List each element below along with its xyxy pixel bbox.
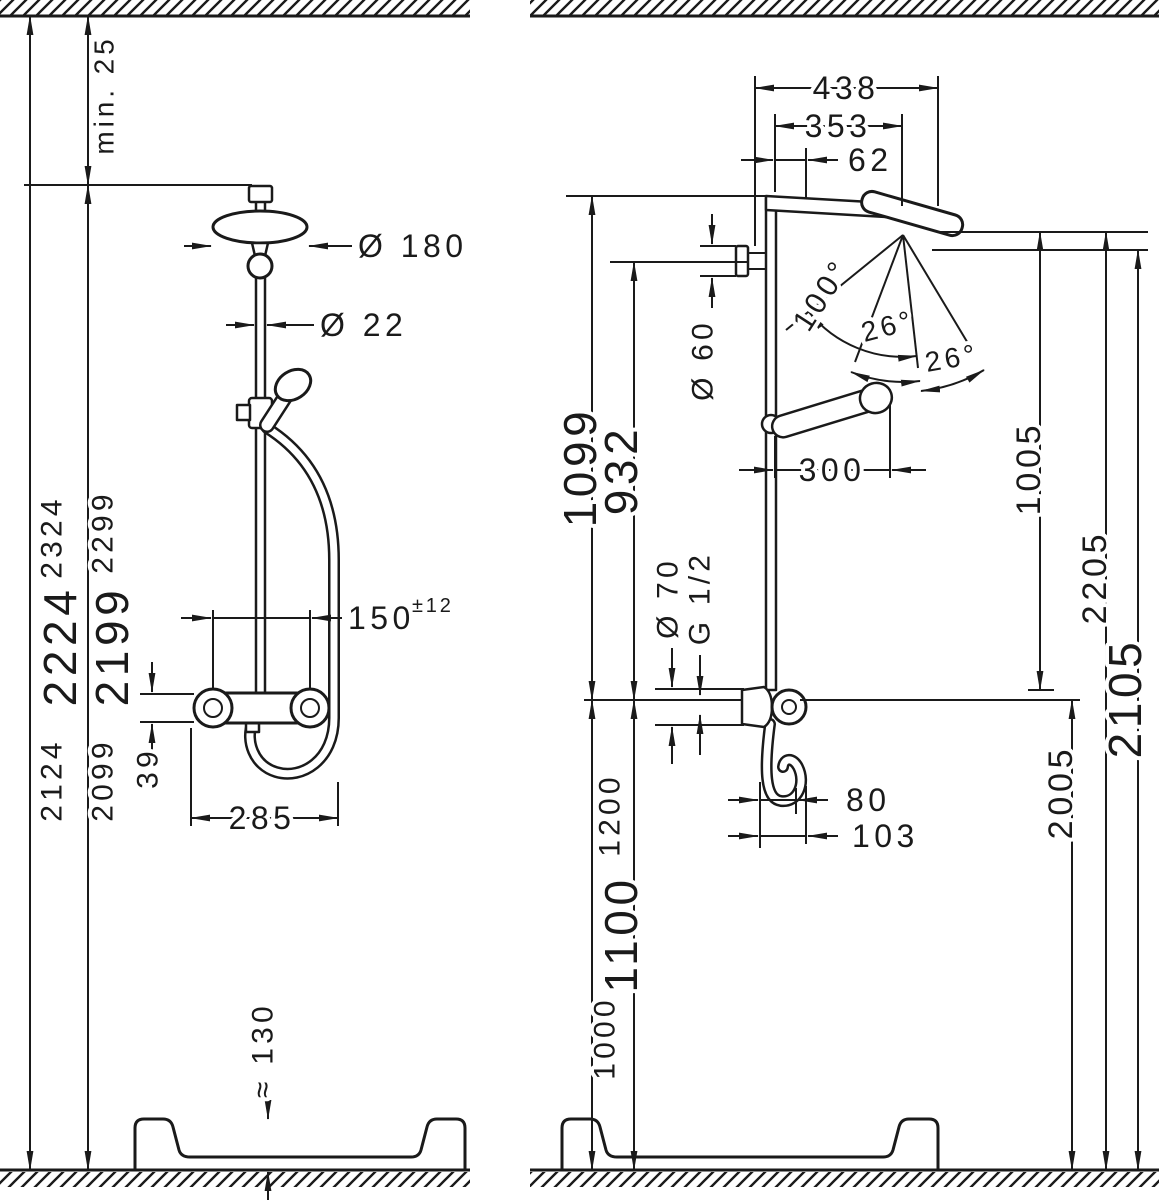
shower-tray-side <box>560 1117 940 1172</box>
dim-label-1100: 1100 <box>595 875 647 992</box>
dim-label-min-clearance: min. 25 <box>89 35 120 154</box>
dim-label-285: 285 <box>229 800 296 836</box>
hand-shower-head <box>273 367 313 403</box>
floor-hatch <box>0 1168 1159 1187</box>
front-dimension-lines <box>24 15 352 1200</box>
spray-angle-rays <box>785 234 985 393</box>
dim-label-angle-26-b: 26° <box>923 338 982 378</box>
front-view: min. 25 2324 2224 2124 2299 2199 2099 Ø … <box>24 15 468 1200</box>
dim-label-353: 353 <box>805 108 872 144</box>
dim-label-1005: 1005 <box>1010 421 1048 516</box>
dim-label-head-diameter: Ø 180 <box>358 228 468 264</box>
dim-label-head-height-max: 2299 <box>87 490 120 574</box>
dim-label-head-height-std: 2199 <box>86 586 138 707</box>
dim-label-dia-60: Ø 60 <box>687 319 720 401</box>
dim-label-62: 62 <box>848 142 893 178</box>
dim-label-1099: 1099 <box>554 407 606 528</box>
hand-shower-head-side <box>858 381 894 415</box>
dim-label-angle-100: 100° <box>787 253 858 337</box>
dim-label-80: 80 <box>846 782 891 818</box>
dim-label-supply-distance: 150 <box>348 600 415 636</box>
shower-tray-front <box>133 1117 467 1172</box>
overhead-shower-head-side <box>860 189 965 238</box>
slider-knob <box>235 403 252 422</box>
dim-label-103: 103 <box>852 818 919 854</box>
dim-label-2205: 2205 <box>1076 530 1114 625</box>
dim-label-tray-height: ≈ 130 <box>247 1002 280 1098</box>
dim-label-angle-26-a: 26° <box>858 304 918 348</box>
dim-label-39: 39 <box>132 747 165 789</box>
thermostat-handle-right <box>289 687 331 729</box>
valve-knob-detail <box>781 699 797 715</box>
dim-label-300: 300 <box>799 452 866 488</box>
dim-label-2005: 2005 <box>1042 745 1080 840</box>
ball-joint <box>246 252 274 280</box>
hand-shower-hose-inner <box>246 424 338 778</box>
dim-label-height-min: 2124 <box>36 738 69 822</box>
dim-label-1000: 1000 <box>589 996 622 1080</box>
dim-label-supply-tolerance: ±12 <box>412 595 454 617</box>
valve-knob <box>770 688 808 726</box>
side-dimension-lines <box>566 76 1148 1171</box>
dim-label-pipe-diameter: Ø 22 <box>320 307 407 343</box>
valve-escutcheon <box>740 685 774 729</box>
dim-label-dia-70: Ø 70 <box>652 557 685 639</box>
dim-label-height-std: 2224 <box>34 586 86 707</box>
dim-label-thread: G 1/2 <box>684 551 717 645</box>
overhead-shower-head <box>211 209 309 245</box>
side-view: 438 353 62 100° 26° 26° Ø 60 1099 932 30… <box>550 66 1155 1172</box>
dim-label-438: 438 <box>813 70 880 106</box>
dim-label-height-max: 2324 <box>36 495 69 579</box>
dim-label-2105: 2105 <box>1099 638 1151 759</box>
handle-right-detail <box>300 698 320 718</box>
pipe-top-cap <box>247 184 274 204</box>
thermostat-handle-left <box>192 687 234 729</box>
dim-label-head-height-min: 2099 <box>87 738 120 822</box>
dim-label-932: 932 <box>595 425 647 516</box>
handle-left-detail <box>203 698 223 718</box>
ceiling-hatch <box>0 0 1159 18</box>
dim-label-1200: 1200 <box>594 773 627 857</box>
